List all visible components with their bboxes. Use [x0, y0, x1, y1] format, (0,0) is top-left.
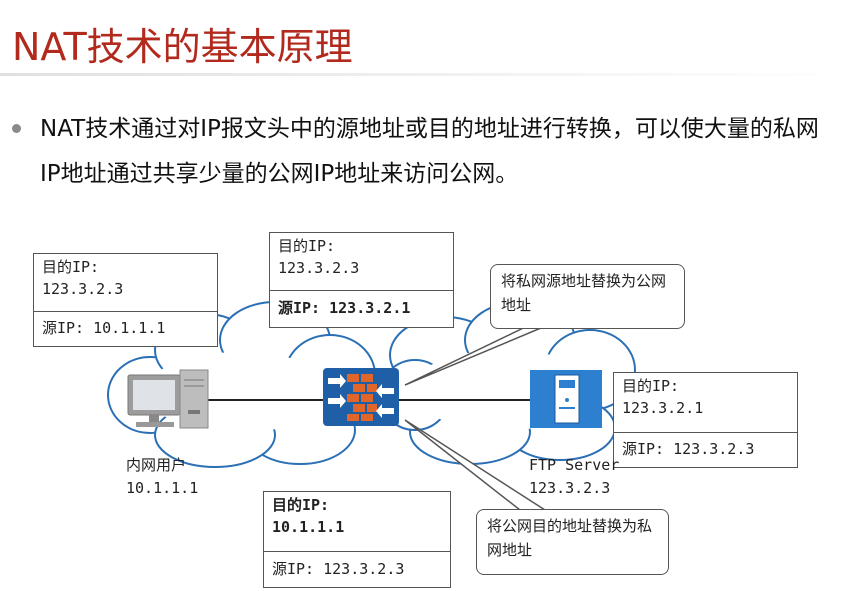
dst-ip-value: 123.3.2.3 [278, 259, 360, 277]
server-ip: 123.3.2.3 [529, 479, 611, 497]
translated-packet-box: 目的IP: 123.3.2.3 源IP: 123.3.2.1 [269, 232, 454, 328]
server-name: FTP Server [529, 456, 620, 474]
dst-nat-callout-text: 将公网目的地址替换为私网地址 [487, 517, 653, 559]
src-ip-text: 源IP: 123.3.2.3 [622, 440, 755, 458]
dst-ip-label: 目的IP: [272, 496, 330, 514]
pc-icon [127, 369, 209, 429]
client-ip: 10.1.1.1 [126, 479, 199, 497]
dst-ip-label: 目的IP: [278, 237, 336, 255]
page-title: NAT技术的基本原理 [12, 25, 353, 69]
restored-reply-box: 目的IP: 10.1.1.1 源IP: 123.3.2.3 [263, 491, 451, 588]
dst-ip-label: 目的IP: [622, 377, 680, 395]
bullet-icon [12, 124, 21, 133]
firewall-icon [323, 368, 399, 426]
dst-nat-callout: 将公网目的地址替换为私网地址 [476, 509, 669, 575]
dst-ip-value: 123.3.2.3 [42, 280, 124, 298]
client-name: 内网用户 [126, 456, 187, 474]
dst-ip-label: 目的IP: [42, 258, 100, 276]
client-packet-box: 目的IP: 123.3.2.3 源IP: 10.1.1.1 [33, 253, 218, 347]
server-icon [530, 370, 602, 428]
server-reply-box: 目的IP: 123.3.2.1 源IP: 123.3.2.3 [613, 372, 798, 468]
dst-ip-value: 123.3.2.1 [622, 399, 704, 417]
client-label: 内网用户 10.1.1.1 [126, 454, 198, 500]
src-ip-text: 源IP: 123.3.2.1 [278, 299, 411, 317]
src-ip-text: 源IP: 123.3.2.3 [272, 560, 405, 578]
server-label: FTP Server 123.3.2.3 [529, 454, 619, 500]
src-nat-callout: 将私网源地址替换为公网地址 [490, 264, 685, 329]
src-nat-callout-text: 将私网源地址替换为公网地址 [501, 272, 667, 314]
src-ip-text: 源IP: 10.1.1.1 [42, 319, 166, 337]
title-divider [0, 73, 859, 76]
dst-ip-value: 10.1.1.1 [272, 518, 345, 536]
bullet-text: NAT技术通过对IP报文头中的源地址或目的地址进行转换，可以使大量的私网IP地址… [40, 116, 819, 187]
